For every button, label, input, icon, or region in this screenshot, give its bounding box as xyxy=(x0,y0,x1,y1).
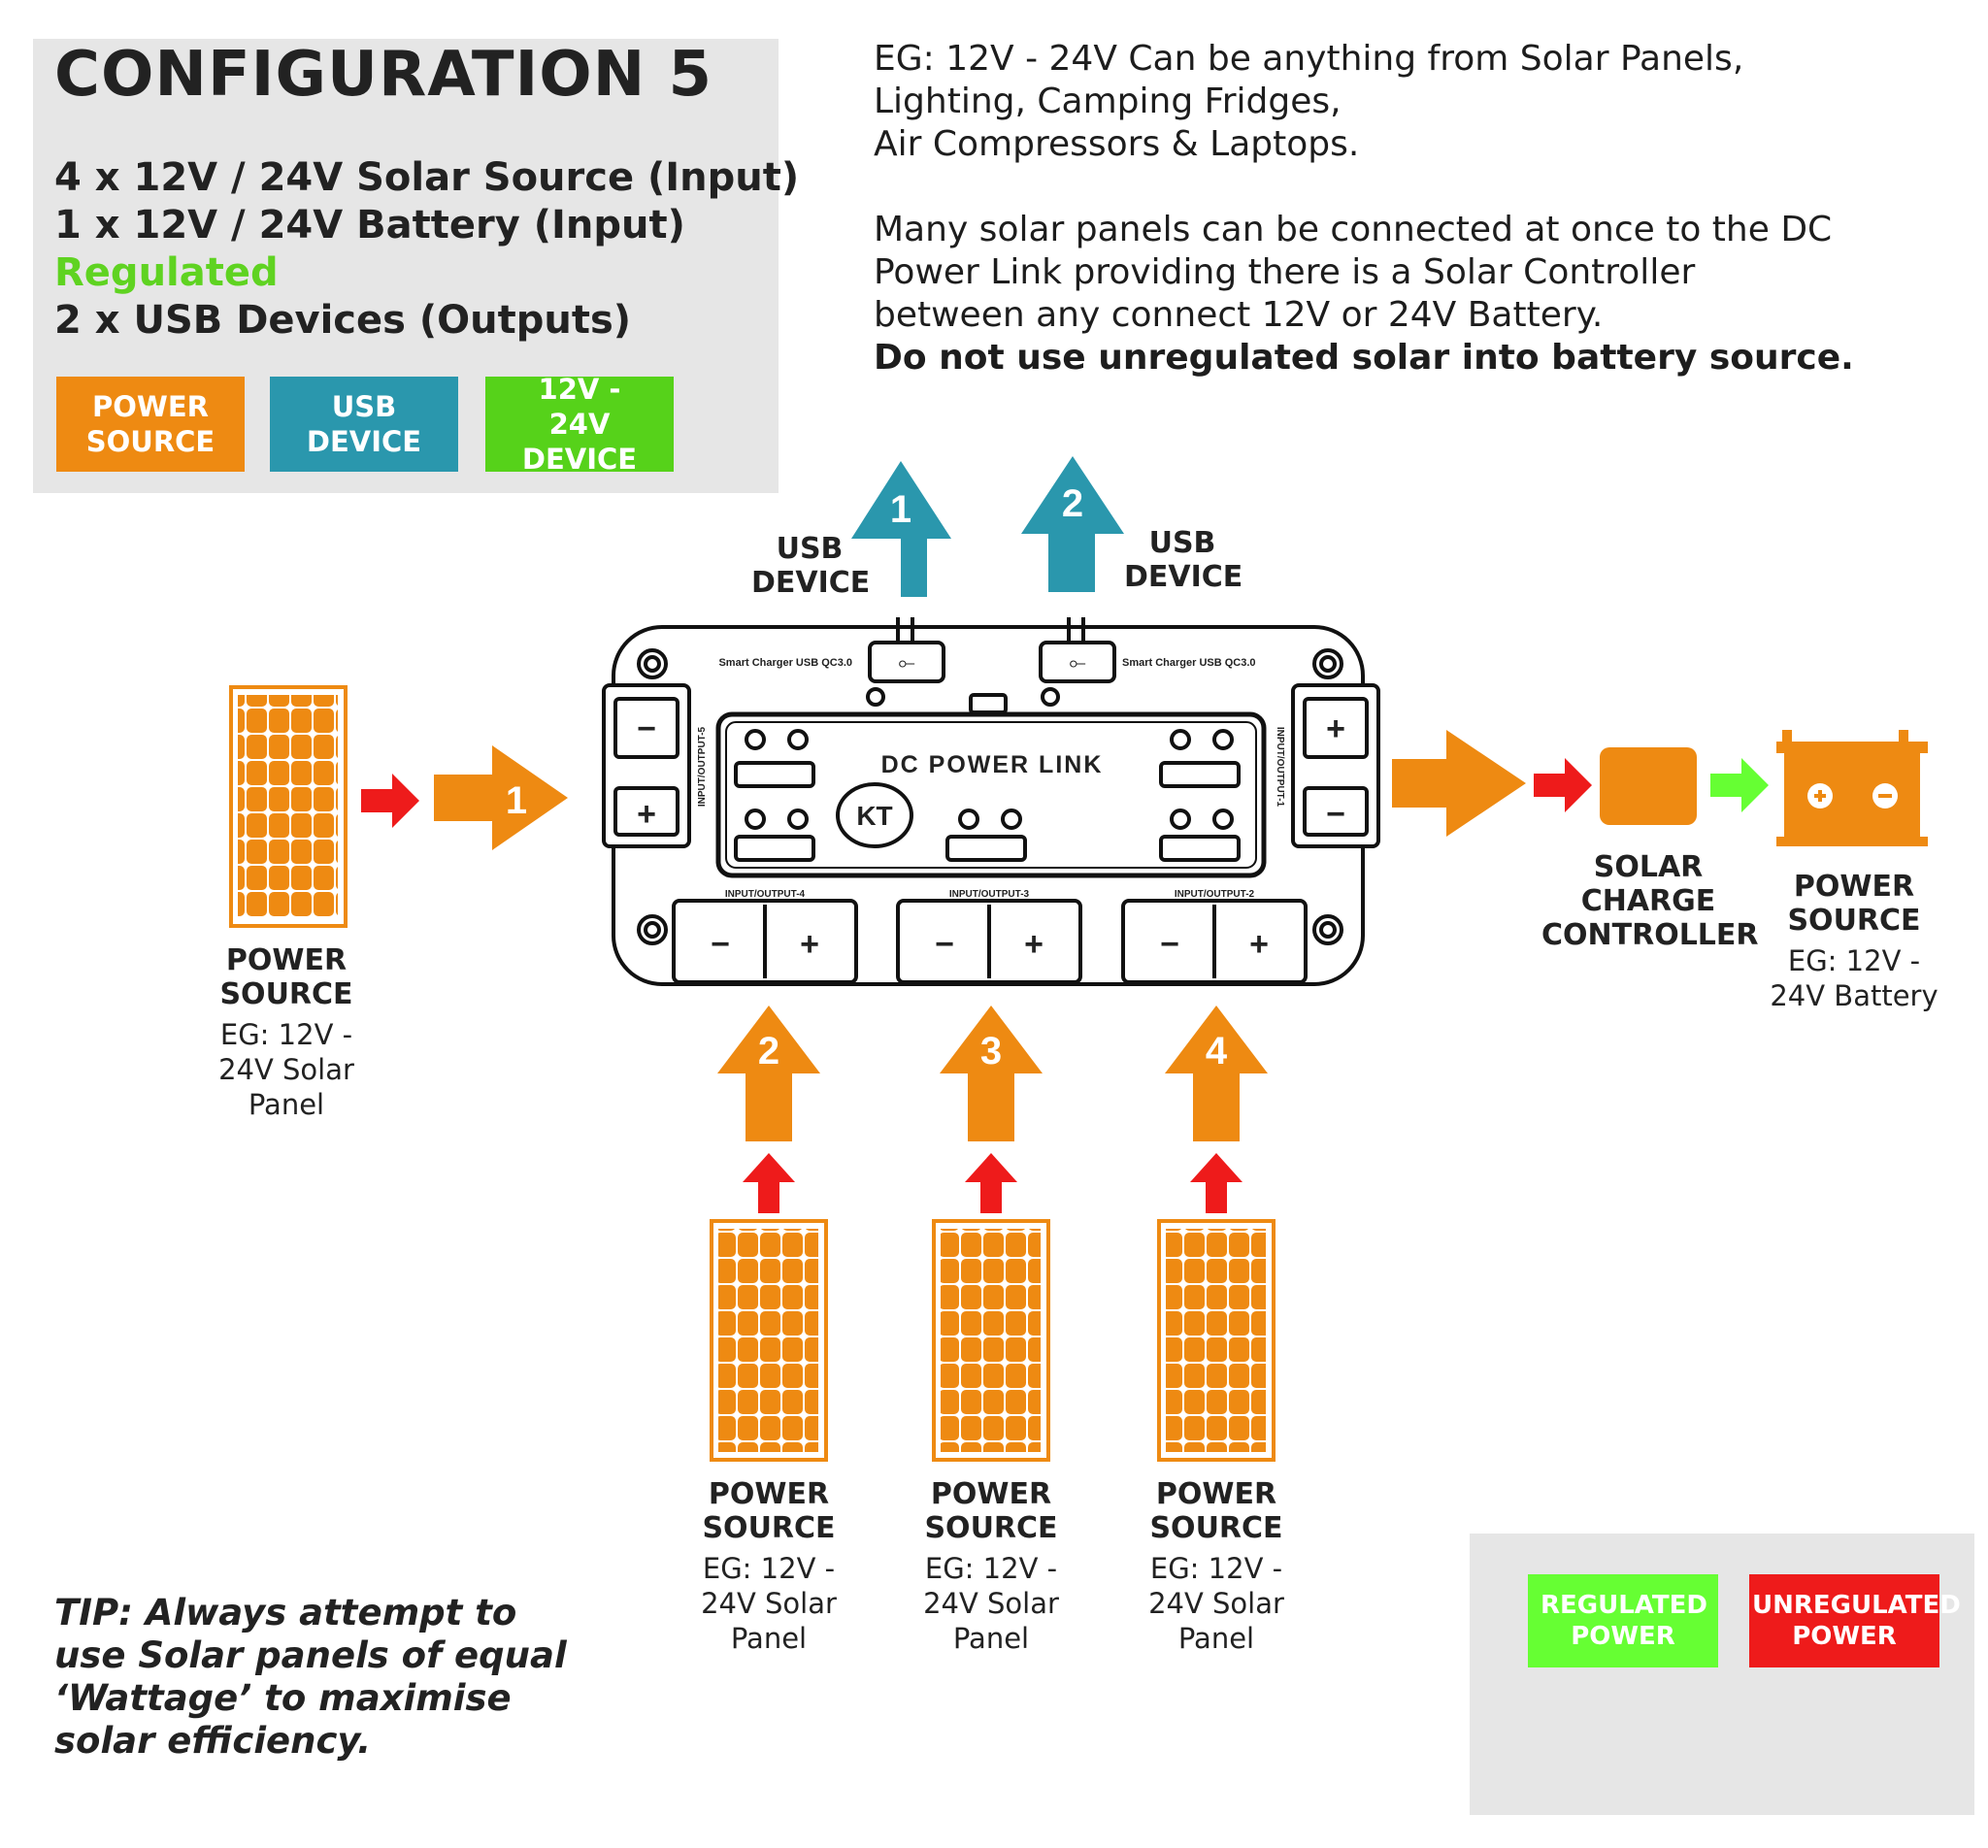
port-label-4: INPUT/OUTPUT-4 xyxy=(725,889,806,900)
right-plus: + xyxy=(1326,710,1345,747)
red-arrow-controller xyxy=(1534,758,1592,812)
source-arrow-4-number: 4 xyxy=(1206,1030,1228,1072)
left-minus: − xyxy=(637,710,656,747)
note-line-1: EG: 12V - 24V Can be anything from Solar… xyxy=(874,39,1744,79)
device-logo: KT xyxy=(856,801,892,831)
note-line-5: Power Link providing there is a Solar Co… xyxy=(874,252,1696,292)
source-arrow-2-number: 2 xyxy=(758,1030,779,1072)
spec-usb-outputs: 2 x USB Devices (Outputs) xyxy=(54,298,632,343)
source-label-4: POWER SOURCE EG: 12V - 24V Solar Panel xyxy=(1148,1477,1284,1655)
usb-arrow-2 xyxy=(1021,456,1124,592)
usb-device-label-2: USB DEVICE xyxy=(1124,526,1243,594)
note-line-3: Air Compressors & Laptops. xyxy=(874,124,1360,164)
source-arrow-1 xyxy=(434,745,568,850)
legend-power-source: POWER SOURCE xyxy=(56,377,245,472)
source-arrow-4 xyxy=(1165,1006,1268,1141)
p3-minus: − xyxy=(935,926,954,963)
legend-12v-device: 12V - 24V DEVICE xyxy=(485,373,674,476)
spec-solar-inputs: 4 x 12V / 24V Solar Source (Input) xyxy=(54,155,800,200)
battery-label: POWER SOURCE EG: 12V - 24V Battery xyxy=(1770,870,1938,1012)
port-label-3: INPUT/OUTPUT-3 xyxy=(949,889,1030,900)
p4-plus: + xyxy=(800,926,819,963)
usb-port-1-text: Smart Charger USB QC3.0 xyxy=(718,657,852,669)
usb-port-2-text: Smart Charger USB QC3.0 xyxy=(1122,657,1256,669)
legend-usb-device: USB DEVICE xyxy=(270,377,458,472)
source-arrow-1-number: 1 xyxy=(506,779,527,822)
tip-text: TIP: Always attempt to use Solar panels … xyxy=(54,1592,567,1762)
regulated-power-key: REGULATED POWER xyxy=(1528,1574,1718,1667)
spec-regulated: Regulated xyxy=(54,250,279,295)
p2-minus: − xyxy=(1160,926,1179,963)
red-arrow-2 xyxy=(743,1153,795,1213)
note-warning: Do not use unregulated solar into batter… xyxy=(874,338,1854,378)
red-arrow-1 xyxy=(361,774,419,828)
usb-port-2-symbol: ⟜ xyxy=(1069,650,1086,675)
usb-arrow-1-number: 1 xyxy=(890,488,911,531)
output-arrow-battery xyxy=(1392,730,1526,837)
p2-plus: + xyxy=(1249,926,1269,963)
note-line-4: Many solar panels can be connected at on… xyxy=(874,210,1833,249)
solar-charge-controller xyxy=(1600,747,1697,825)
controller-label: SOLAR CHARGE CONTROLLER xyxy=(1541,850,1759,952)
p3-plus: + xyxy=(1024,926,1044,963)
p4-minus: − xyxy=(711,926,730,963)
unregulated-power-key: UNREGULATED POWER xyxy=(1749,1574,1961,1667)
usb-port-1-symbol: ⟜ xyxy=(898,650,915,675)
port-label-5: INPUT/OUTPUT-5 xyxy=(697,726,708,807)
right-minus: − xyxy=(1326,796,1345,833)
port-label-2: INPUT/OUTPUT-2 xyxy=(1175,889,1255,900)
solar-panel-3 xyxy=(932,1219,1050,1462)
note-line-6: between any connect 12V or 24V Battery. xyxy=(874,295,1604,335)
device-name: DC POWER LINK xyxy=(881,751,1104,778)
source-arrow-3-number: 3 xyxy=(980,1030,1002,1072)
left-plus: + xyxy=(637,796,656,833)
red-arrow-4 xyxy=(1190,1153,1242,1213)
solar-panel-2 xyxy=(710,1219,828,1462)
green-arrow-controller xyxy=(1710,758,1769,812)
dc-power-link xyxy=(602,617,1380,986)
config-title: CONFIGURATION 5 xyxy=(54,39,713,111)
source-arrow-2 xyxy=(717,1006,820,1141)
source-arrow-3 xyxy=(940,1006,1043,1141)
solar-panel-1 xyxy=(229,685,348,928)
source-label-2: POWER SOURCE EG: 12V - 24V Solar Panel xyxy=(701,1477,837,1655)
spec-battery-input: 1 x 12V / 24V Battery (Input) xyxy=(54,203,685,248)
battery-icon xyxy=(1776,730,1928,846)
usb-arrow-2-number: 2 xyxy=(1062,482,1083,525)
port-label-1: INPUT/OUTPUT-1 xyxy=(1275,727,1285,808)
usb-arrow-1 xyxy=(851,461,951,597)
solar-panel-4 xyxy=(1157,1219,1276,1462)
note-line-2: Lighting, Camping Fridges, xyxy=(874,82,1342,121)
source-label-3: POWER SOURCE EG: 12V - 24V Solar Panel xyxy=(923,1477,1059,1655)
red-arrow-3 xyxy=(965,1153,1017,1213)
usb-device-label-1: USB DEVICE xyxy=(751,532,871,600)
source-label-1: POWER SOURCE EG: 12V - 24V Solar Panel xyxy=(218,943,354,1121)
